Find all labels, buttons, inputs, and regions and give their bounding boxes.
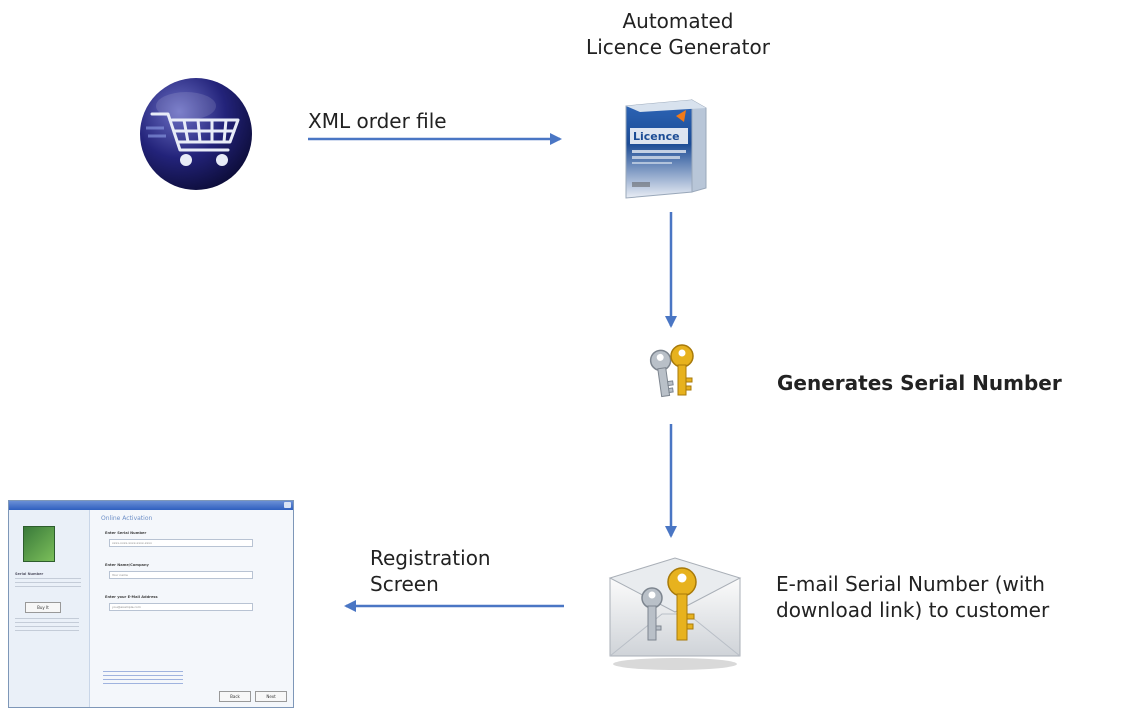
generator-title-line1: Automated: [622, 9, 734, 33]
reg-heading: Online Activation: [101, 515, 153, 522]
reg-sidebar: Serial Number Buy It: [9, 510, 90, 707]
reg-name-label: Enter Name/Company: [105, 563, 149, 567]
email-serial-label-line1: E-mail Serial Number (with: [776, 572, 1045, 596]
reg-titlebar: [9, 501, 293, 510]
email-serial-label: E-mail Serial Number (with download link…: [776, 571, 1049, 623]
registration-screen-label: Registration Screen: [370, 545, 491, 597]
reg-product-box-icon: [23, 526, 55, 562]
registration-screen-label-line2: Screen: [370, 572, 439, 596]
registration-screen-label-line1: Registration: [370, 546, 491, 570]
reg-buy-button: Buy It: [25, 602, 61, 613]
reg-serial-field: xxxx-xxxx-xxxx-xxxx-xxxx: [109, 539, 253, 547]
reg-side-text: [15, 578, 81, 588]
serial-number-label: Generates Serial Number: [777, 371, 1062, 395]
order-arrow-label: XML order file: [308, 109, 447, 133]
box-brand-text: Licence: [633, 130, 680, 143]
generator-title-line2: Licence Generator: [586, 35, 770, 59]
reg-serial-label: Enter Serial Number: [105, 531, 147, 535]
reg-footer-links: [103, 671, 183, 685]
reg-name-field: Your name: [109, 571, 253, 579]
reg-close-icon: [284, 502, 291, 508]
envelope-keys-icon: [608, 557, 742, 670]
reg-next-button: Next: [255, 691, 287, 702]
keys-icon: [649, 344, 694, 398]
email-serial-label-line2: download link) to customer: [776, 598, 1050, 622]
reg-back-button: Back: [219, 691, 251, 702]
reg-email-label: Enter your E-Mail Address: [105, 595, 158, 599]
registration-screen-thumbnail: Serial Number Buy It Online Activation E…: [8, 500, 294, 708]
shopping-cart-icon: [140, 78, 252, 190]
reg-side-heading: Serial Number: [15, 572, 44, 576]
reg-side-text-2: [15, 618, 79, 632]
licence-box-icon: Licence: [625, 99, 707, 199]
generator-title: Automated Licence Generator: [548, 8, 808, 60]
reg-email-field: you@example.com: [109, 603, 253, 611]
